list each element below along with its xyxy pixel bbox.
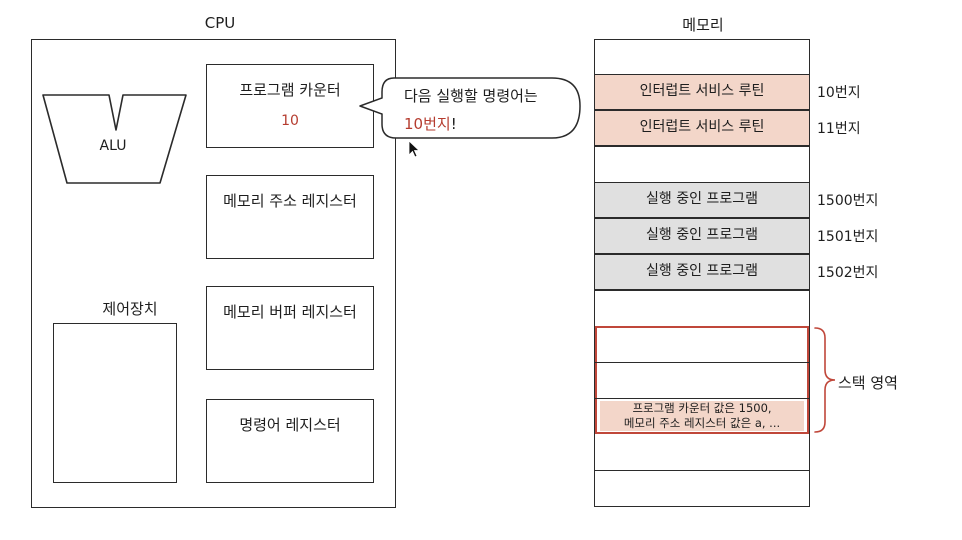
alu-shape	[42, 94, 187, 184]
control-unit-box	[53, 323, 177, 483]
register-name: 메모리 버퍼 레지스터	[223, 303, 357, 321]
memory-divider	[595, 290, 809, 291]
stack-note-line1: 프로그램 카운터 값은 1500,	[632, 401, 772, 415]
stack-divider	[595, 398, 809, 399]
program-counter-register: 프로그램 카운터 10	[206, 64, 374, 148]
stack-saved-values: 프로그램 카운터 값은 1500, 메모리 주소 레지스터 값은 a, ...	[600, 401, 804, 431]
memory-divider	[595, 146, 809, 147]
stack-note-line2: 메모리 주소 레지스터 값은 a, ...	[623, 416, 781, 430]
stack-brace	[814, 327, 836, 433]
memory-address-label: 10번지	[817, 85, 861, 101]
bubble-address-highlight: 10번지	[404, 115, 451, 133]
register-name: 메모리 주소 레지스터	[223, 192, 357, 210]
memory-buffer-register: 메모리 버퍼 레지스터	[206, 286, 374, 370]
memory-divider	[595, 470, 809, 471]
memory-address-label: 1501번지	[817, 229, 879, 245]
mouse-cursor-icon	[408, 140, 421, 158]
memory-address-label: 1502번지	[817, 265, 879, 281]
register-name: 명령어 레지스터	[239, 416, 341, 434]
register-name: 프로그램 카운터	[239, 81, 341, 99]
instruction-register: 명령어 레지스터	[206, 399, 374, 483]
bubble-text-rest: !	[450, 115, 457, 133]
control-unit-label: 제어장치	[102, 300, 158, 318]
cpu-title: CPU	[204, 14, 236, 32]
memory-title: 메모리	[682, 16, 724, 34]
memory-address-label: 1500번지	[817, 193, 879, 209]
memory-address-register: 메모리 주소 레지스터	[206, 175, 374, 259]
bubble-text-line1: 다음 실행할 명령어는	[404, 87, 538, 105]
bubble-text-line2: 10번지!	[404, 113, 457, 134]
alu-label: ALU	[99, 138, 127, 154]
speech-bubble	[359, 77, 581, 139]
stack-area-box	[595, 326, 809, 434]
memory-cell-program: 실행 중인 프로그램	[594, 254, 810, 290]
stack-area-label: 스택 영역	[838, 374, 898, 392]
memory-cell-program: 실행 중인 프로그램	[594, 218, 810, 254]
memory-cell-isr: 인터럽트 서비스 루틴	[594, 110, 810, 146]
memory-address-label: 11번지	[817, 121, 861, 137]
memory-cell-program: 실행 중인 프로그램	[594, 182, 810, 218]
register-value: 10	[281, 113, 299, 129]
stack-divider	[595, 362, 809, 363]
memory-cell-isr: 인터럽트 서비스 루틴	[594, 74, 810, 110]
